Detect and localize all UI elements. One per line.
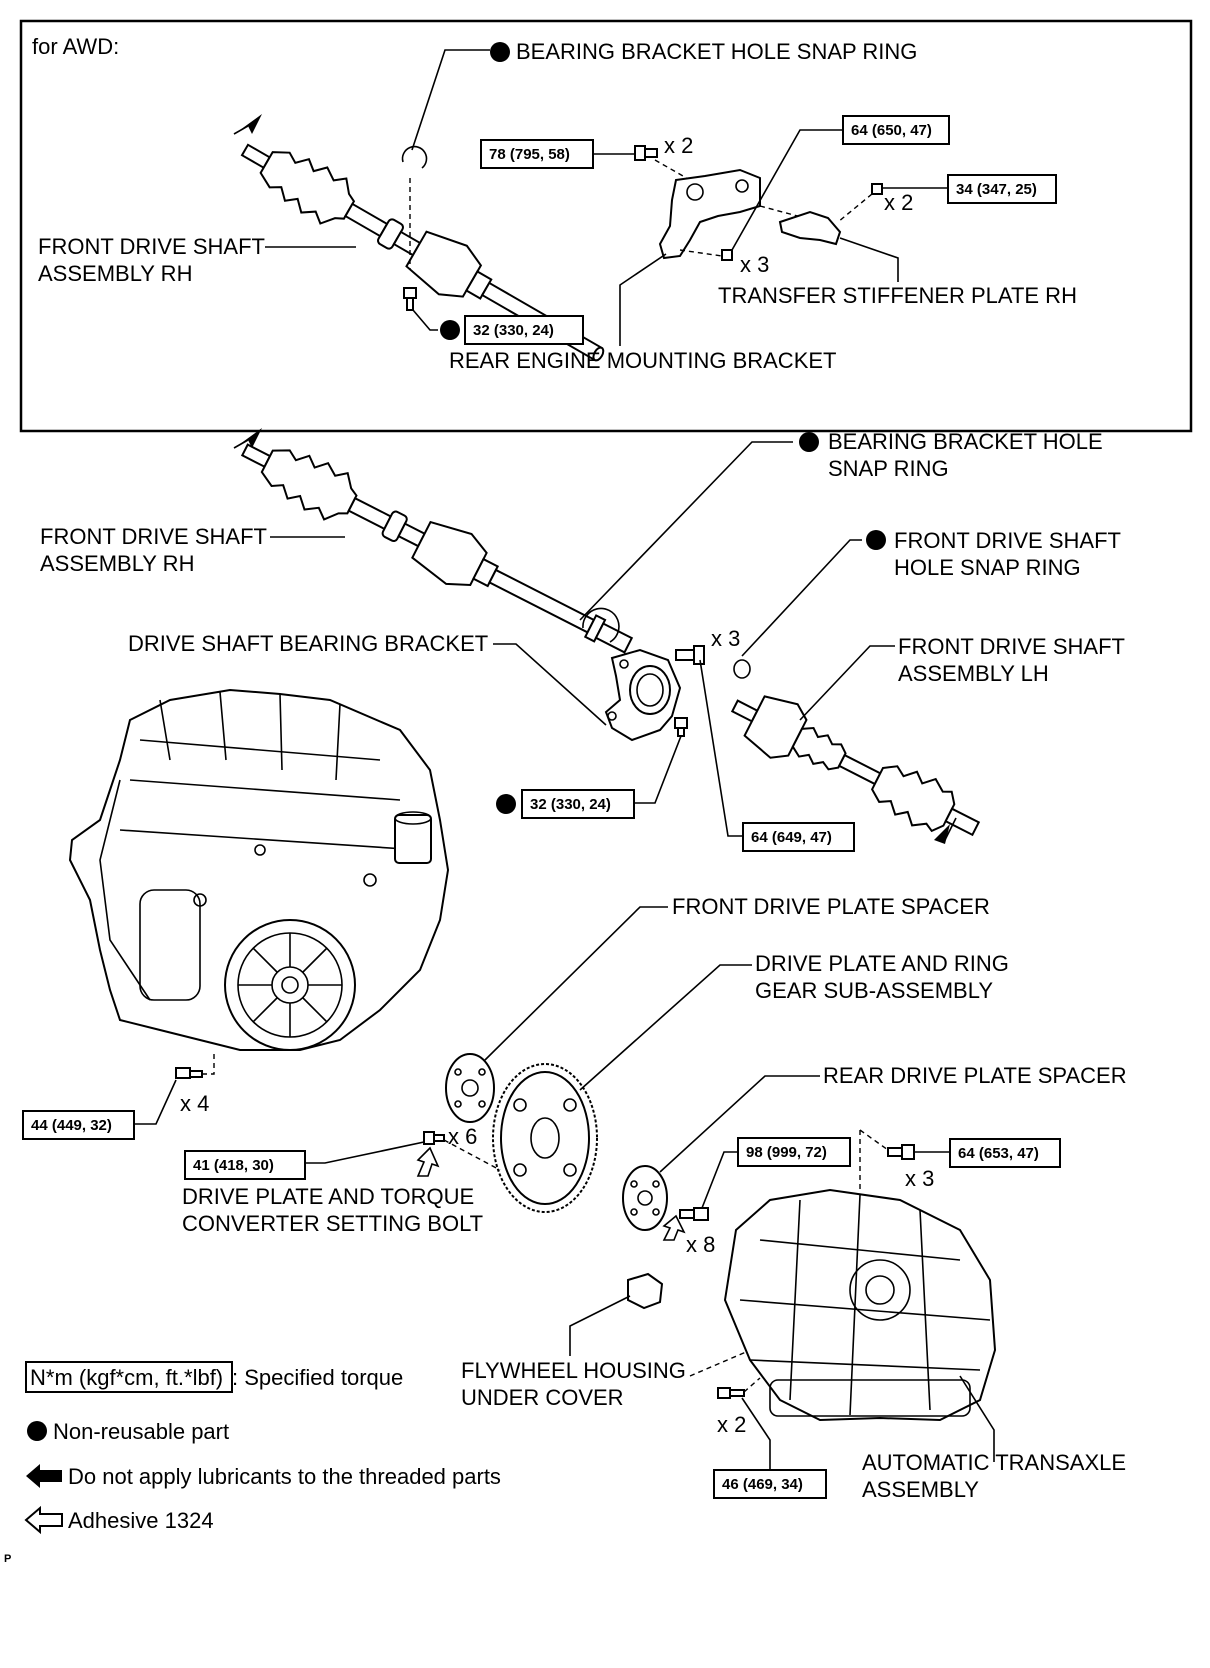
awd-title: for AWD: [32, 34, 119, 59]
shaft-rh-label-2: ASSEMBLY RH [40, 551, 194, 576]
awd-torque-32: 32 (330, 24) [473, 322, 554, 339]
torque-46: 46 (469, 34) [722, 1476, 803, 1493]
awd-bolt-34-icon [871, 183, 883, 195]
no-lube-arrow-icon [240, 428, 262, 448]
adhesive-arrow-icon [662, 1214, 686, 1241]
torque-64a: 64 (649, 47) [751, 829, 832, 846]
transaxle-bolt-98-icon [679, 1207, 709, 1221]
transfer-plate-label: TRANSFER STIFFENER PLATE RH [718, 283, 1077, 308]
bearing-bracket-label: DRIVE SHAFT BEARING BRACKET [128, 631, 488, 656]
setting-bolt-label-1: DRIVE PLATE AND TORQUE [182, 1184, 474, 1209]
automatic-transaxle-icon [723, 1188, 997, 1422]
hole-snap-label-1: FRONT DRIVE SHAFT [894, 528, 1121, 553]
nonreusable-mark-icon [490, 42, 510, 62]
rear-drive-plate-spacer-icon [622, 1165, 668, 1231]
corner-mark: P [4, 1553, 11, 1565]
setting-bolt-label-2: CONVERTER SETTING BOLT [182, 1211, 483, 1236]
rear-engine-mounting-bracket-icon [658, 168, 761, 260]
awd-count-1: x 2 [664, 133, 693, 158]
count-x4: x 4 [180, 1091, 209, 1116]
count-x2: x 2 [717, 1412, 746, 1437]
adhesive-arrow-icon [416, 1146, 440, 1177]
engine-bolt-44-icon [175, 1067, 203, 1079]
transaxle-bolt-46-icon [717, 1387, 745, 1399]
flywheel-housing-under-cover-icon [627, 1272, 664, 1310]
torque-41: 41 (418, 30) [193, 1157, 274, 1174]
rear-engine-mount-label: REAR ENGINE MOUNTING BRACKET [449, 348, 836, 373]
legend-adhesive: Adhesive 1324 [68, 1508, 214, 1533]
transaxle-bolt-64-icon [887, 1144, 915, 1160]
nonreusable-mark-icon [866, 530, 886, 550]
drive-shaft-lh [730, 695, 981, 837]
legend-no-lube: Do not apply lubricants to the threaded … [68, 1464, 501, 1489]
transaxle-label-1: AUTOMATIC TRANSAXLE [862, 1450, 1126, 1475]
awd-bolt-78-icon [634, 145, 658, 161]
nonreusable-mark-icon [440, 320, 460, 340]
awd-section: for AWD: BEARING BRACKET HOLE SNAP RING … [19, 19, 1193, 433]
awd-bolt-32-icon [403, 287, 417, 311]
drive-plate-ring-gear-icon [492, 1063, 598, 1213]
awd-torque-64: 64 (650, 47) [851, 122, 932, 139]
torque-64b: 64 (653, 47) [958, 1145, 1039, 1162]
shaft-lh-label-2: ASSEMBLY LH [898, 661, 1049, 686]
legend-torque-text: : Specified torque [232, 1365, 403, 1390]
flywheel-label-1: FLYWHEEL HOUSING [461, 1358, 686, 1383]
outline-arrow-icon [24, 1505, 63, 1535]
awd-drive-shaft-rh [240, 143, 605, 362]
torque-32: 32 (330, 24) [530, 796, 611, 813]
drive-plate-label-1: DRIVE PLATE AND RING [755, 951, 1009, 976]
torque-98: 98 (999, 72) [746, 1144, 827, 1161]
flywheel-label-2: UNDER COVER [461, 1385, 624, 1410]
awd-snap-ring-icon [401, 145, 428, 169]
main-section: FRONT DRIVE SHAFT ASSEMBLY RH BEARING BR… [22, 428, 1127, 1502]
drive-plate-label-2: GEAR SUB-ASSEMBLY [755, 978, 993, 1003]
awd-torque-78: 78 (795, 58) [489, 146, 570, 163]
awd-snap-ring-label: BEARING BRACKET HOLE SNAP RING [516, 39, 917, 64]
rear-spacer-label: REAR DRIVE PLATE SPACER [823, 1063, 1127, 1088]
transfer-stiffener-plate-icon [778, 210, 842, 246]
count-x8: x 8 [686, 1232, 715, 1257]
no-lube-arrow-icon [240, 114, 262, 134]
shaft-rh-label-1: FRONT DRIVE SHAFT [40, 524, 267, 549]
engine-assembly-icon [68, 688, 450, 1051]
awd-bolt-x3-icon [721, 249, 733, 261]
count-x3a: x 3 [711, 626, 740, 651]
hole-snap-label-2: HOLE SNAP RING [894, 555, 1081, 580]
drive-shaft-rh [240, 443, 634, 654]
filled-circle-icon [27, 1421, 47, 1441]
black-arrow-icon [26, 1464, 62, 1488]
bracket-bolt-x3-icon [675, 645, 705, 665]
awd-shaft-rh-label-1: FRONT DRIVE SHAFT [38, 234, 265, 259]
snap-ring-label-2: SNAP RING [828, 456, 949, 481]
front-drive-plate-spacer-icon [445, 1053, 495, 1123]
bracket-bolt-32-icon [674, 717, 688, 737]
torque-44: 44 (449, 32) [31, 1117, 112, 1134]
legend: N*m (kgf*cm, ft.*lbf) : Specified torque… [4, 1361, 501, 1565]
awd-count-2: x 2 [884, 190, 913, 215]
legend-torque-box: N*m (kgf*cm, ft.*lbf) [30, 1365, 223, 1390]
awd-torque-34: 34 (347, 25) [956, 181, 1037, 198]
nonreusable-mark-icon [799, 432, 819, 452]
count-x3b: x 3 [905, 1166, 934, 1191]
setting-bolt-icon [423, 1131, 445, 1145]
hole-snap-ring-icon [733, 659, 751, 679]
shaft-lh-label-1: FRONT DRIVE SHAFT [898, 634, 1125, 659]
snap-ring-label-1: BEARING BRACKET HOLE [828, 429, 1103, 454]
snap-ring-icon [582, 607, 620, 643]
front-spacer-label: FRONT DRIVE PLATE SPACER [672, 894, 990, 919]
drive-shaft-bearing-bracket-icon [604, 648, 682, 742]
awd-shaft-rh-label-2: ASSEMBLY RH [38, 261, 192, 286]
legend-nonreusable: Non-reusable part [53, 1419, 229, 1444]
transaxle-label-2: ASSEMBLY [862, 1477, 979, 1502]
nonreusable-mark-icon [496, 794, 516, 814]
awd-count-3: x 3 [740, 252, 769, 277]
